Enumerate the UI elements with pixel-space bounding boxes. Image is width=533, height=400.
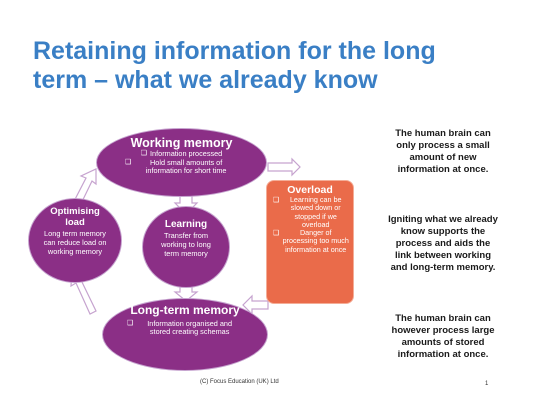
overload-box: Overload ❑ Learning can be slowed down o…: [266, 180, 354, 304]
overload-bullet-2: ❑ Danger of processing too much informat…: [273, 228, 349, 254]
working-memory-ellipse: Working memory ❑ Information processed ❑…: [96, 128, 267, 197]
page-number: 1: [485, 381, 489, 387]
long-term-memory-ellipse: Long-term memory ❑ Information organised…: [102, 298, 268, 371]
learning-text: Transfer from working to long term memor…: [161, 231, 211, 258]
checkbox-bullet-icon: ❑: [140, 150, 148, 157]
working-memory-bullet-1: ❑ Information processed: [140, 149, 223, 158]
copyright-footer: (C) Focus Education (UK) Ltd: [200, 379, 279, 385]
title-line-1: Retaining information for the long: [33, 37, 436, 65]
optimising-load-text: Long term memory can reduce load on work…: [43, 229, 107, 256]
note-1: The human brain can only process a small…: [395, 128, 491, 175]
checkbox-bullet-icon: ❑: [125, 158, 132, 166]
optimising-load-heading: Optimising load: [50, 206, 100, 228]
optimising-load-ellipse: Optimising load Long term memory can red…: [28, 198, 122, 283]
learning-ellipse: Learning Transfer from working to long t…: [142, 206, 230, 288]
working-memory-bullet-2: ❑ Hold small amounts of information for …: [125, 157, 227, 176]
long-term-memory-bullet-1: ❑ Information organised and stored creat…: [127, 318, 233, 337]
arrow-icon: [267, 157, 301, 177]
checkbox-bullet-icon: ❑: [273, 228, 280, 238]
slide-title: Retaining information for the long term …: [33, 37, 463, 95]
note-2: Igniting what we already know supports t…: [388, 214, 498, 273]
checkbox-bullet-icon: ❑: [127, 319, 134, 327]
working-memory-heading: Working memory: [130, 136, 233, 150]
learning-heading: Learning: [164, 219, 208, 230]
overload-bullet-1: ❑ Learning can be slowed down or stopped…: [273, 195, 342, 229]
long-term-memory-heading: Long-term memory: [130, 303, 240, 317]
checkbox-bullet-icon: ❑: [273, 195, 280, 204]
overload-heading: Overload: [287, 184, 333, 196]
note-3: The human brain can however process larg…: [391, 313, 495, 360]
title-line-2: term – what we already know: [33, 66, 378, 94]
